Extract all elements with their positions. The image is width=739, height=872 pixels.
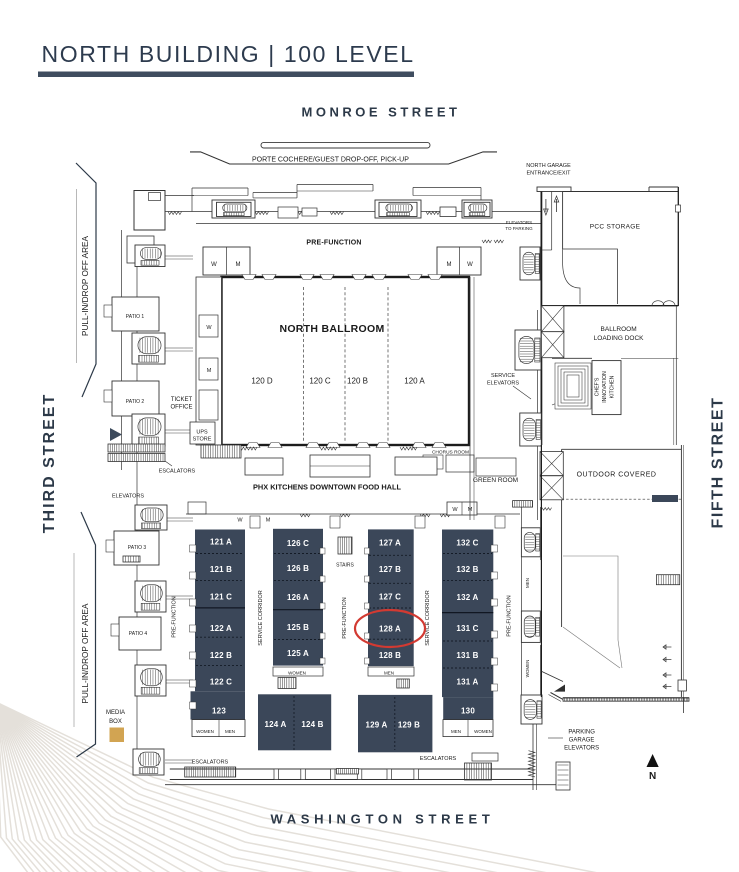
svg-text:SERVICE CORRIDOR: SERVICE CORRIDOR — [425, 590, 431, 646]
svg-text:ELEVATORS: ELEVATORS — [506, 220, 532, 225]
svg-text:INNOVATION: INNOVATION — [602, 371, 608, 403]
svg-text:PATIO 4: PATIO 4 — [129, 631, 148, 637]
svg-text:MONROE STREET: MONROE STREET — [302, 105, 461, 120]
svg-text:TO PARKING: TO PARKING — [505, 226, 533, 231]
svg-text:THIRD STREET: THIRD STREET — [41, 393, 58, 533]
svg-text:ESCALATORS: ESCALATORS — [159, 469, 196, 475]
svg-text:MEDIA: MEDIA — [106, 710, 125, 716]
svg-text:131 A: 131 A — [456, 678, 478, 687]
svg-text:ELEVATORS: ELEVATORS — [564, 746, 599, 752]
svg-text:STORE: STORE — [193, 437, 212, 443]
svg-text:NORTH BALLROOM: NORTH BALLROOM — [279, 323, 384, 335]
svg-text:ELEVATORS: ELEVATORS — [487, 381, 519, 387]
svg-text:SERVICE CORRIDOR: SERVICE CORRIDOR — [258, 590, 264, 646]
svg-text:122 A: 122 A — [210, 624, 232, 633]
svg-text:127 B: 127 B — [379, 565, 401, 574]
svg-text:PULL-IN/DROP OFF AREA: PULL-IN/DROP OFF AREA — [81, 235, 90, 335]
svg-text:MEN: MEN — [225, 729, 235, 734]
svg-text:WOMEN: WOMEN — [474, 729, 492, 734]
svg-text:120 C: 120 C — [309, 377, 331, 386]
svg-text:GARAGE: GARAGE — [569, 738, 595, 744]
svg-text:UPS: UPS — [196, 430, 208, 436]
svg-text:127 C: 127 C — [379, 593, 401, 602]
svg-text:WOMEN: WOMEN — [288, 671, 306, 676]
svg-text:124 B: 124 B — [301, 720, 323, 729]
svg-text:126 C: 126 C — [287, 539, 309, 548]
svg-text:129 A: 129 A — [365, 721, 387, 730]
svg-text:N: N — [649, 771, 656, 782]
svg-text:WOMEN: WOMEN — [196, 729, 214, 734]
svg-text:124 A: 124 A — [264, 720, 286, 729]
svg-text:122 B: 122 B — [210, 651, 232, 660]
svg-text:PRE-FUNCTION: PRE-FUNCTION — [342, 597, 348, 639]
svg-text:W: W — [211, 262, 217, 268]
svg-text:FIFTH STREET: FIFTH STREET — [710, 396, 727, 528]
svg-text:PRE-FUNCTION: PRE-FUNCTION — [306, 240, 361, 247]
svg-text:PRE-FUNCTION: PRE-FUNCTION — [507, 595, 513, 637]
svg-text:W: W — [237, 518, 243, 524]
svg-text:BOX: BOX — [109, 719, 122, 725]
svg-text:CHEF'S: CHEF'S — [595, 377, 601, 396]
svg-text:131 B: 131 B — [456, 651, 478, 660]
svg-text:131 C: 131 C — [456, 624, 478, 633]
svg-text:W: W — [467, 262, 473, 268]
svg-text:120 B: 120 B — [347, 377, 368, 386]
svg-text:M: M — [207, 368, 212, 374]
svg-text:ELEVATORS: ELEVATORS — [112, 494, 144, 500]
svg-text:PATIO 3: PATIO 3 — [128, 545, 147, 551]
svg-text:MEN: MEN — [451, 729, 461, 734]
svg-text:129 B: 129 B — [398, 721, 420, 730]
svg-text:LOADING DOCK: LOADING DOCK — [594, 335, 645, 342]
svg-text:MEN: MEN — [525, 578, 530, 588]
svg-text:OUTDOOR COVERED: OUTDOOR COVERED — [577, 472, 657, 479]
svg-text:W: W — [206, 325, 212, 331]
svg-text:130: 130 — [461, 707, 475, 716]
svg-text:TICKET: TICKET — [171, 397, 193, 403]
svg-text:PULL-IN/DROP OFF AREA: PULL-IN/DROP OFF AREA — [81, 603, 90, 703]
svg-text:PATIO 2: PATIO 2 — [126, 399, 145, 405]
svg-text:120 A: 120 A — [404, 377, 425, 386]
svg-text:CHORUS ROOM: CHORUS ROOM — [432, 450, 469, 456]
svg-text:123: 123 — [212, 707, 226, 716]
svg-text:132 A: 132 A — [456, 593, 478, 602]
svg-text:WOMEN: WOMEN — [525, 660, 530, 678]
svg-text:ENTRANCE/EXIT: ENTRANCE/EXIT — [526, 171, 571, 177]
svg-text:126 B: 126 B — [287, 564, 309, 573]
svg-text:BALLROOM: BALLROOM — [601, 326, 637, 333]
svg-text:PARKING: PARKING — [568, 730, 595, 736]
svg-text:128 B: 128 B — [379, 651, 401, 660]
svg-text:132 C: 132 C — [456, 539, 478, 548]
svg-text:121 A: 121 A — [210, 538, 232, 547]
svg-text:NORTH BUILDING | 100 LEVEL: NORTH BUILDING | 100 LEVEL — [42, 41, 415, 67]
svg-text:121 B: 121 B — [210, 565, 232, 574]
svg-text:120 D: 120 D — [251, 377, 273, 386]
svg-text:SERVICE: SERVICE — [491, 373, 515, 379]
svg-text:M: M — [236, 262, 241, 268]
svg-text:PHX KITCHENS DOWNTOWN FOOD HAL: PHX KITCHENS DOWNTOWN FOOD HALL — [253, 483, 402, 492]
svg-text:ESCALATORS: ESCALATORS — [192, 760, 229, 766]
svg-text:128 A: 128 A — [379, 625, 401, 634]
svg-text:PCC STORAGE: PCC STORAGE — [590, 224, 641, 231]
svg-text:OFFICE: OFFICE — [171, 405, 193, 411]
svg-text:126 A: 126 A — [287, 593, 309, 602]
svg-text:125 B: 125 B — [287, 623, 309, 632]
svg-text:132 B: 132 B — [456, 565, 478, 574]
svg-text:M: M — [266, 518, 271, 524]
svg-text:125 A: 125 A — [287, 649, 309, 658]
svg-text:PRE-FUNCTION: PRE-FUNCTION — [172, 596, 178, 638]
svg-text:127 A: 127 A — [379, 539, 401, 548]
svg-text:M: M — [447, 262, 452, 268]
svg-text:W: W — [452, 507, 458, 513]
svg-text:121 C: 121 C — [210, 593, 232, 602]
svg-text:KITCHEN: KITCHEN — [610, 375, 616, 398]
svg-text:STAIRS: STAIRS — [336, 563, 354, 569]
svg-text:MEN: MEN — [384, 671, 394, 676]
svg-text:GREEN ROOM: GREEN ROOM — [473, 477, 518, 484]
svg-text:PATIO 1: PATIO 1 — [126, 314, 145, 320]
svg-text:WASHINGTON STREET: WASHINGTON STREET — [270, 812, 494, 827]
svg-text:NORTH GARAGE: NORTH GARAGE — [526, 163, 571, 169]
svg-text:PORTE COCHERE/GUEST DROP-OFF,: PORTE COCHERE/GUEST DROP-OFF, PICK-UP — [252, 157, 409, 164]
svg-text:ESCALATORS: ESCALATORS — [420, 756, 457, 762]
svg-text:122 C: 122 C — [210, 678, 232, 687]
